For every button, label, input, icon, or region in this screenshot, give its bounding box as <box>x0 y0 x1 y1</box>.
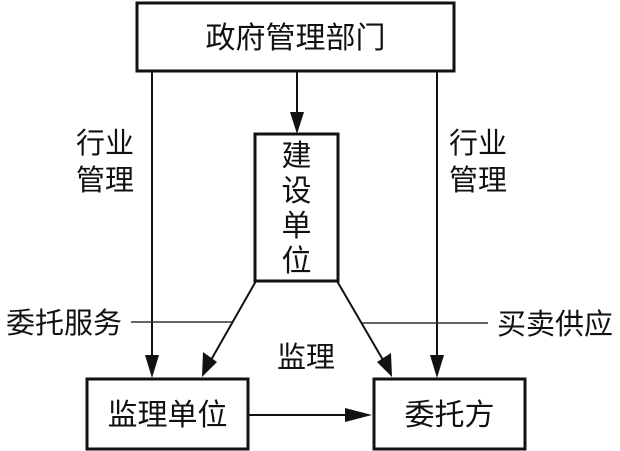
arrowhead-supervisor-to-client <box>345 408 372 422</box>
gov-label: 政府管理部门 <box>206 21 386 56</box>
node-supervisor: 监理单位 <box>85 377 250 451</box>
connectors <box>131 71 488 422</box>
gov-box <box>135 1 456 73</box>
arrowhead-builder-to-client <box>377 353 392 377</box>
builder-label-char: 建 <box>282 139 312 174</box>
builder-label-char: 单 <box>282 209 312 244</box>
industry-left-line2: 管理 <box>76 163 134 197</box>
node-builder: 建 设 单 位 <box>253 132 340 283</box>
supervisor-box <box>85 377 250 451</box>
builder-label-char: 设 <box>282 174 312 209</box>
node-gov: 政府管理部门 <box>135 1 456 73</box>
label-industry-left: 行业 管理 <box>76 126 134 197</box>
arrowhead-gov-to-builder <box>290 112 304 134</box>
label-entrust-service: 委托服务 <box>6 306 122 340</box>
label-trade-supply: 买卖供应 <box>497 307 613 341</box>
arrowhead-gov-to-client <box>430 355 444 378</box>
industry-right-line2: 管理 <box>449 163 507 197</box>
builder-box <box>253 132 340 283</box>
supervisor-label: 监理单位 <box>108 398 228 433</box>
arrowhead-builder-to-supervisor <box>202 352 217 377</box>
node-client: 委托方 <box>372 377 527 451</box>
client-box <box>372 377 527 451</box>
industry-left-line1: 行业 <box>76 126 134 160</box>
arrow-builder-to-client <box>336 280 384 361</box>
arrow-builder-to-supervisor <box>210 280 257 361</box>
arrowhead-gov-to-supervisor <box>145 355 159 378</box>
label-industry-right: 行业 管理 <box>449 126 507 197</box>
client-label: 委托方 <box>405 398 495 433</box>
builder-label-char: 位 <box>282 244 312 279</box>
label-supervision: 监理 <box>277 340 335 374</box>
industry-right-line1: 行业 <box>449 126 507 160</box>
